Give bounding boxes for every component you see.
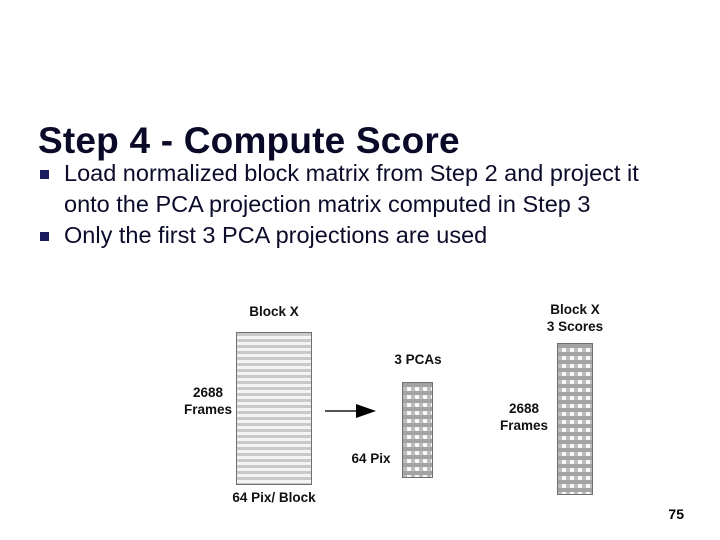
block-x-cols-label: 64 Pix/ Block — [232, 490, 316, 505]
square-bullet-icon — [40, 232, 49, 241]
bullet-text: Load normalized block matrix from Step 2… — [64, 160, 639, 217]
flow-arrow-icon — [325, 404, 376, 418]
pca-title-label: 3 PCAs — [394, 352, 442, 367]
bullet-text: Only the first 3 PCA projections are use… — [64, 222, 488, 248]
pca-rows-label: 64 Pix — [351, 451, 391, 466]
bullet-list: Load normalized block matrix from Step 2… — [40, 158, 680, 251]
square-bullet-icon — [40, 170, 49, 179]
list-item: Only the first 3 PCA projections are use… — [40, 220, 680, 251]
list-item: Load normalized block matrix from Step 2… — [40, 158, 680, 220]
page-number: 75 — [668, 506, 684, 522]
scores-title-label: Block X 3 Scores — [546, 302, 604, 334]
page-title: Step 4 - Compute Score — [38, 119, 460, 161]
scores-matrix — [557, 343, 593, 495]
block-x-matrix — [236, 332, 312, 485]
block-x-title-label: Block X — [249, 304, 299, 319]
pca-matrix — [402, 382, 433, 478]
block-x-rows-label: 2688 Frames — [183, 385, 233, 417]
scores-rows-label: 2688 Frames — [499, 401, 549, 433]
